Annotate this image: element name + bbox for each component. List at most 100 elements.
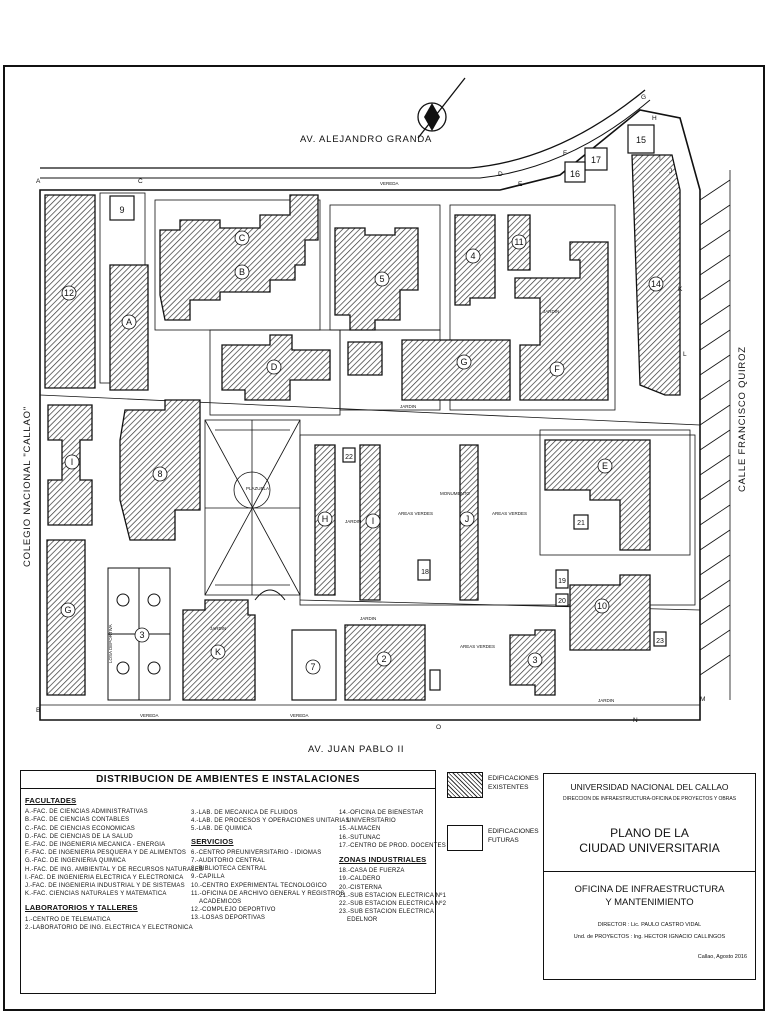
label-d: D [271,362,278,372]
direction-name: DIRECCION DE INFRAESTRUCTURA-OFICINA DE … [562,796,737,802]
unit-name: Und. de PROYECTOS : Ing. HECTOR IGNACIO … [573,934,726,940]
label-areas-verdes-1: AREAS VERDES [398,511,433,516]
legend-item: 2.-LABORATORIO DE ING. ELECTRICA Y ELECT… [25,924,193,931]
legend-item: H.-FAC. DE ING. AMBIENTAL Y DE RECURSOS … [25,866,204,873]
plan-title-line2: CIUDAD UNIVERSITARIA [579,841,720,855]
point-i: I [659,155,661,162]
building-14 [631,154,681,396]
building-18 [417,559,431,581]
legend-item: UNIVERSITARIO [347,818,396,825]
street-north: AV. ALEJANDRO GRANDA [300,134,432,145]
legend-item: 5.-LAB. DE QUIMICA [191,826,252,833]
swatch-future-label: EDIFICACIONES FUTURAS [488,828,539,844]
label-g: G [460,357,467,367]
office-line1: OFICINA DE INFRAESTRUCTURA [574,884,725,895]
label-jardin-4: JARDIN [210,626,226,631]
label-23: 23 [656,638,664,645]
legend-col-3: 14.-OFICINA DE BIENESTAR UNIVERSITARIO 1… [339,809,447,925]
label-10: 10 [597,601,607,611]
auditorium-entrance [254,589,286,601]
point-g: G [641,94,646,101]
zonas-heading: ZONAS INDUSTRIALES [339,855,427,865]
point-b: B [36,707,40,714]
label-14: 14 [651,279,661,289]
legend-item: 13.-LOSAS DEPORTIVAS [191,915,266,922]
legend-item: 22.-SUB ESTACION ELECTRICA Nº2 [339,901,447,908]
label-i-left: I [71,457,74,467]
street-west: COLEGIO NACIONAL "CALLAO" [22,406,33,567]
point-c: C [138,178,143,185]
label-losa: LOSA DEPORTIVA [108,624,113,663]
building-10 [569,574,651,651]
label-jardin-1: JARDIN [345,519,361,524]
legend-col-2: 3.-LAB. DE MECANICA DE FLUIDOS 4.-LAB. D… [191,809,351,923]
label-13: 3 [139,630,144,640]
point-a: A [36,178,41,185]
legend-item: 17.-CENTRO DE PROD. DOCENTES [339,842,446,849]
label-22: 22 [345,454,353,461]
swatch-future [447,825,483,851]
point-l: L [683,351,687,358]
label-11: 11 [514,237,523,247]
office-line2: Y MANTENIMIENTO [605,897,694,908]
east-parking [699,170,731,700]
building-16 [564,161,586,183]
small-structure [429,669,441,691]
building-e [544,439,651,551]
legend-item: E.-FAC. DE INGENIERIA MECANICA - ENERGIA [25,842,166,849]
street-east: CALLE FRANCISCO QUIROZ [737,346,748,492]
label-monumento: MONUMENTO [440,491,470,496]
label-jardin-2: JARDIN [400,404,416,409]
label-20: 20 [558,598,566,605]
point-j: J [669,168,672,175]
point-k: K [678,286,683,293]
building-15 [627,124,655,154]
plan-date: Callao, Agosto 2016 [697,954,747,960]
label-areas-verdes-2: AREAS VERDES [492,511,527,516]
label-15: 15 [636,135,646,145]
legend-item: 8.-BIBLIOTECA CENTRAL [191,866,267,873]
university-name: UNIVERSIDAD NACIONAL DEL CALLAO [570,782,729,792]
label-17: 17 [591,155,601,165]
building-22 [342,447,356,463]
point-n: N [633,717,638,724]
point-f: F [563,150,567,157]
legend-item: A.-FAC. DE CIENCIAS ADMINISTRATIVAS [25,809,148,816]
point-e: E [518,181,523,188]
building-small-jardin [347,341,383,376]
legend-item: 4.-LAB. DE PROCESOS Y OPERACIONES UNITAR… [191,818,350,825]
label-areas-verdes-3: AREAS VERDES [460,644,495,649]
building-c [159,194,319,321]
point-d: D [498,171,503,178]
legend-item: EDELNOR [347,917,378,924]
legend-item: 1.-CENTRO DE TELEMATICA [25,916,111,923]
plazuela [204,419,301,596]
label-jardin-6: JARDIN [598,698,614,703]
legend-item: I.-FAC. DE INGENIERIA ELECTRICA Y ELECTR… [25,874,184,881]
label-9: 9 [119,205,124,215]
building-20 [555,593,569,607]
legend-box: DISTRIBUCION DE AMBIENTES E INSTALACIONE… [20,770,447,994]
label-3: 3 [532,655,537,665]
label-2: 2 [381,654,386,664]
label-g-left: G [64,605,71,615]
legend-item: 12.-COMPLEJO DEPORTIVO [191,907,276,914]
campus-perimeter [39,109,701,721]
point-h: H [652,115,657,122]
legend-item: C.-FAC. DE CIENCIAS ECONOMICAS [25,825,136,832]
legend-item: 10.-CENTRO EXPERIMENTAL TECNOLOGICO [191,882,327,889]
label-8: 8 [157,469,162,479]
sheet-border [3,65,765,1011]
building-19 [555,569,569,589]
label-jardin-3: JARDIN [543,309,559,314]
building-9 [109,195,135,221]
label-e: E [602,461,608,471]
legend-item: 21.-SUB ESTACION ELECTRICA Nº1 [339,892,447,899]
label-vereda-2: VEREDA [290,713,309,718]
label-i: I [372,516,375,526]
legend-item: 9.-CAPILLA [191,874,225,881]
label-b: B [239,267,245,277]
legend-item: F.-FAC. DE INGENIERIA PESQUERA Y DE ALIM… [25,850,187,857]
facultades-heading: FACULTADES [25,796,77,805]
